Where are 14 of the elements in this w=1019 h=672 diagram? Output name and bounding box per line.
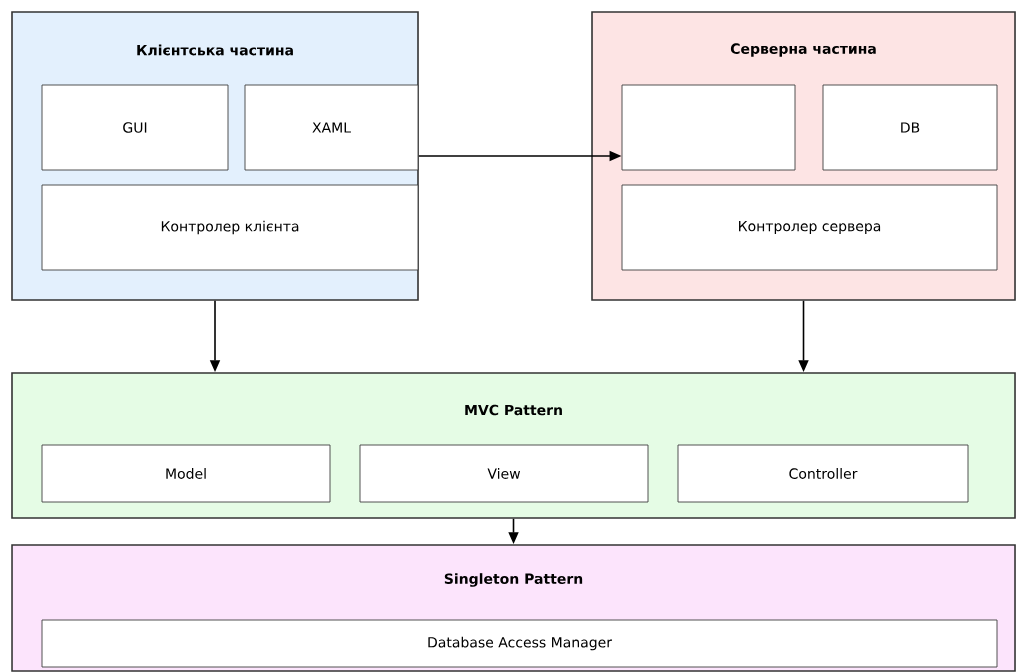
component-box: Контролер сервера <box>621 184 998 271</box>
component-box: XAML <box>244 84 419 171</box>
component-box: Controller <box>677 444 969 503</box>
component-box: GUI <box>41 84 229 171</box>
component-box: Контролер клієнта <box>41 184 419 271</box>
panel-title: Серверна частина <box>730 43 876 57</box>
empty-box <box>621 84 796 171</box>
panel-title: MVC Pattern <box>465 404 562 416</box>
component-box: DB <box>822 84 998 171</box>
panel-title: Singleton Pattern <box>444 573 583 587</box>
component-box: Database Access Manager <box>41 619 998 668</box>
component-box: View <box>359 444 649 503</box>
panel-title: Клієнтська частина <box>137 44 293 56</box>
component-box: Model <box>41 444 331 503</box>
